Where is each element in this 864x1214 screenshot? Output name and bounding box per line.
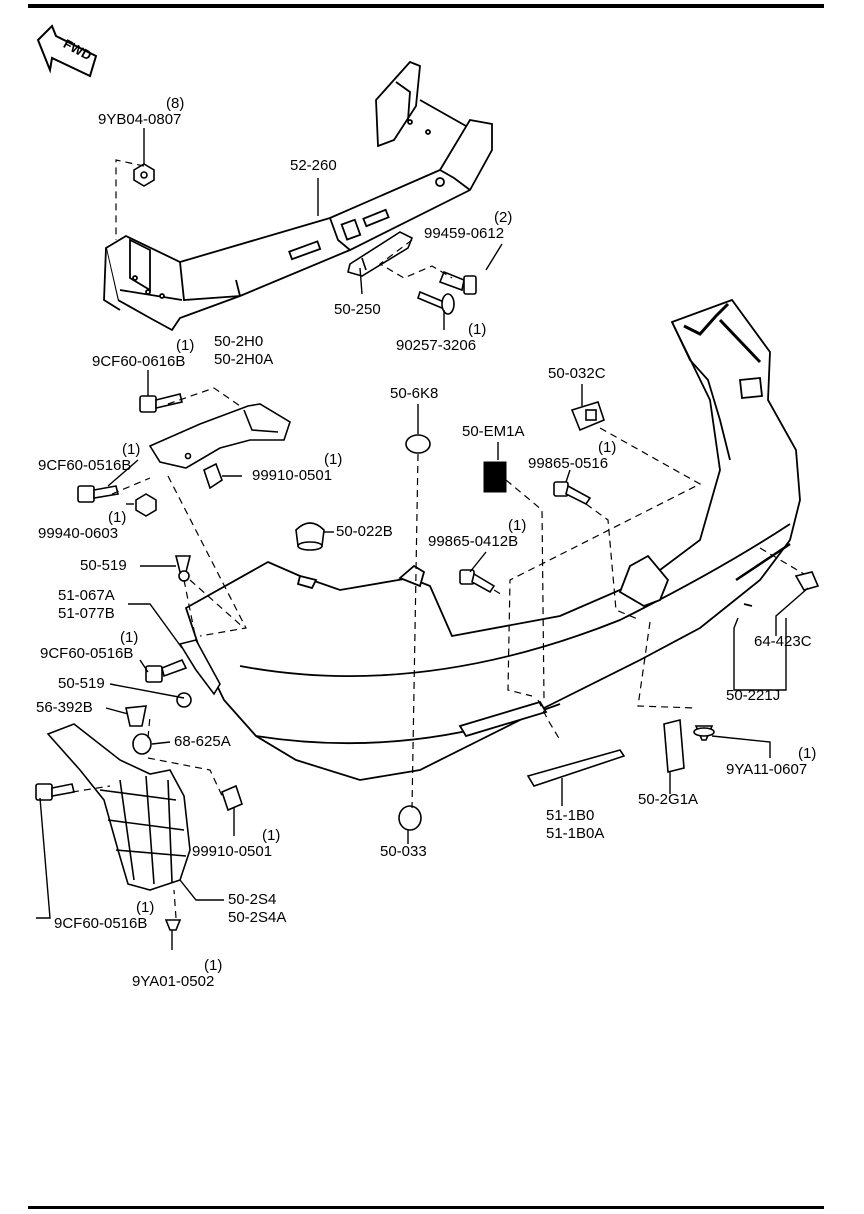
qty-9yb04-0807: (8) (166, 95, 185, 112)
clip-68-625a (132, 733, 152, 755)
label-9ya01-0502[interactable]: 9YA01-0502 (132, 973, 215, 990)
label-56-392b[interactable]: 56-392B (36, 699, 93, 716)
label-9cf60-0516b-c[interactable]: 9CF60-0516B (54, 915, 148, 932)
label-9cf60-0516b-a[interactable]: 9CF60-0516B (38, 457, 132, 474)
qty-90257-3206: (1) (468, 321, 487, 338)
label-9cf60-0616b[interactable]: 9CF60-0616B (92, 353, 186, 370)
mudguard-50-2s4 (46, 723, 191, 891)
cap-50-6k8 (405, 434, 431, 454)
bracket-50-032c (570, 401, 605, 432)
rivet-9ya01-0502 (164, 919, 182, 931)
label-50-033[interactable]: 50-033 (380, 843, 427, 860)
label-9cf60-0516b-b[interactable]: 9CF60-0516B (40, 645, 134, 662)
nut-9yb04-0807 (133, 163, 155, 187)
cap-50-033 (398, 805, 422, 831)
bolt-9cf60-0516b-lower (35, 783, 75, 801)
label-50-2h0a[interactable]: 50-2H0A (214, 351, 274, 368)
label-50-2s4a[interactable]: 50-2S4A (228, 909, 287, 926)
bolt-99459-0612 (438, 270, 477, 295)
clip-50-519-lower (176, 692, 192, 708)
label-50-6k8[interactable]: 50-6K8 (390, 385, 439, 402)
bolt-9cf60-0516b-upper (77, 485, 119, 503)
label-50-519-a[interactable]: 50-519 (80, 557, 127, 574)
clip-99910-0501-lower (221, 784, 243, 812)
label-90257-3206[interactable]: 90257-3206 (396, 337, 477, 354)
bumper-cover (184, 298, 801, 781)
bolt-90257-3206 (417, 290, 455, 315)
label-50-032c[interactable]: 50-032C (548, 365, 606, 382)
reflector-51-1b0 (526, 749, 626, 787)
qty-99865-0412b: (1) (508, 517, 527, 534)
label-68-625a[interactable]: 68-625A (174, 733, 231, 750)
qty-9ya01-0502: (1) (204, 957, 223, 974)
clip-9ya11-0607 (693, 725, 715, 741)
nut-99940-0603 (135, 493, 157, 517)
label-50-221j[interactable]: 50-221J (726, 687, 781, 704)
bracket-51-067a (178, 639, 221, 696)
label-52-260[interactable]: 52-260 (290, 157, 337, 174)
label-50-2g1a[interactable]: 50-2G1A (638, 791, 699, 808)
qty-99865-0516: (1) (598, 439, 617, 456)
screw-99865-0516 (553, 481, 592, 506)
label-99865-0516[interactable]: 99865-0516 (528, 455, 609, 472)
clip-99910-0501-upper (203, 462, 223, 490)
top-border-rule (28, 4, 824, 8)
label-9ya11-0607[interactable]: 9YA11-0607 (726, 761, 808, 778)
screw-99865-0412b (459, 569, 496, 594)
qty-9cf60-0616b: (1) (176, 337, 195, 354)
bracket-50-250 (347, 231, 414, 277)
label-99940-0603[interactable]: 99940-0603 (38, 525, 119, 542)
label-50-022b[interactable]: 50-022B (336, 523, 393, 540)
qty-99910-0501-a: (1) (324, 451, 343, 468)
label-9yb04-0807[interactable]: 9YB04-0807 (98, 111, 182, 128)
label-51-077b[interactable]: 51-077B (58, 605, 115, 622)
bolt-9cf60-0616b (139, 393, 183, 413)
qty-99910-0501-b: (1) (262, 827, 281, 844)
label-51-1b0[interactable]: 51-1B0 (546, 807, 595, 824)
plug-50-022b (295, 522, 325, 551)
qty-9cf60-0516b-a: (1) (122, 441, 141, 458)
assembly-lines (71, 159, 805, 919)
bolt-9cf60-0516b-mid (145, 658, 188, 683)
label-50-2h0[interactable]: 50-2H0 (214, 333, 264, 350)
label-51-1b0a[interactable]: 51-1B0A (546, 825, 605, 842)
forward-arrow-icon: FWD (36, 24, 98, 78)
label-50-em1a[interactable]: 50-EM1A (462, 423, 525, 440)
label-99910-0501-b[interactable]: 99910-0501 (192, 843, 273, 860)
label-99865-0412b[interactable]: 99865-0412B (428, 533, 519, 550)
qty-9ya11-0607: (1) (798, 745, 817, 762)
label-50-250[interactable]: 50-250 (334, 301, 381, 318)
emblem-50-em1a (483, 461, 507, 493)
label-50-519-b[interactable]: 50-519 (58, 675, 105, 692)
rivet-56-392b (125, 705, 147, 727)
bottom-border-rule (28, 1206, 824, 1209)
label-99910-0501-a[interactable]: 99910-0501 (252, 467, 333, 484)
clip-50-519-upper (174, 555, 192, 582)
label-51-067a[interactable]: 51-067A (58, 587, 115, 604)
qty-9cf60-0516b-c: (1) (136, 899, 155, 916)
label-50-2s4[interactable]: 50-2S4 (228, 891, 277, 908)
leader-lines (36, 128, 809, 950)
label-64-423c[interactable]: 64-423C (754, 633, 812, 650)
qty-9cf60-0516b-b: (1) (120, 629, 139, 646)
qty-99940-0603: (1) (108, 509, 127, 526)
bumper-reinforcement (103, 60, 493, 332)
qty-99459-0612: (2) (494, 209, 513, 226)
label-99459-0612[interactable]: 99459-0612 (424, 225, 505, 242)
nut-64-423c (794, 571, 820, 591)
side-bracket-50-2h0 (148, 403, 291, 469)
tape-50-2g1a (663, 718, 685, 774)
